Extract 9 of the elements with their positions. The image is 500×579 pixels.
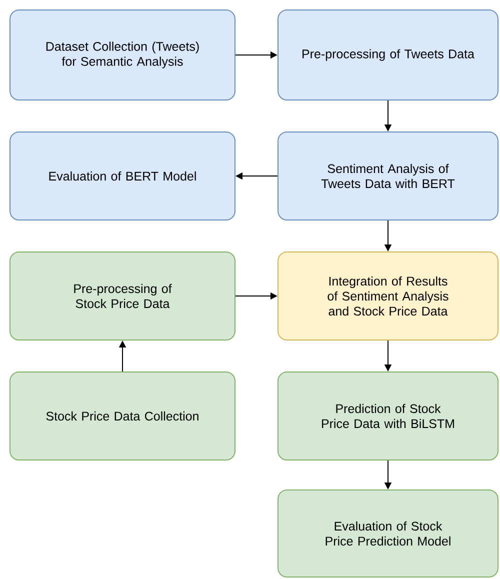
process-box: Evaluation of BERT Model xyxy=(10,132,236,220)
process-box: Integration of Results of Sentiment Analysis and Stock Price Data xyxy=(278,252,498,340)
process-box: Dataset Collection (Tweets) for Semantic Analysis xyxy=(10,10,236,100)
process-box: Pre-processing of Tweets Data xyxy=(278,10,498,100)
process-box: Sentiment Analysis of Tweets Data with BERT xyxy=(278,132,498,220)
process-box: Evaluation of Stock Price Prediction Model xyxy=(278,490,498,578)
process-box: Pre-processing of Stock Price Data xyxy=(10,252,236,340)
process-box: Stock Price Data Collection xyxy=(10,372,236,460)
process-box: Prediction of Stock Price Data with BiLSTM xyxy=(278,372,498,460)
